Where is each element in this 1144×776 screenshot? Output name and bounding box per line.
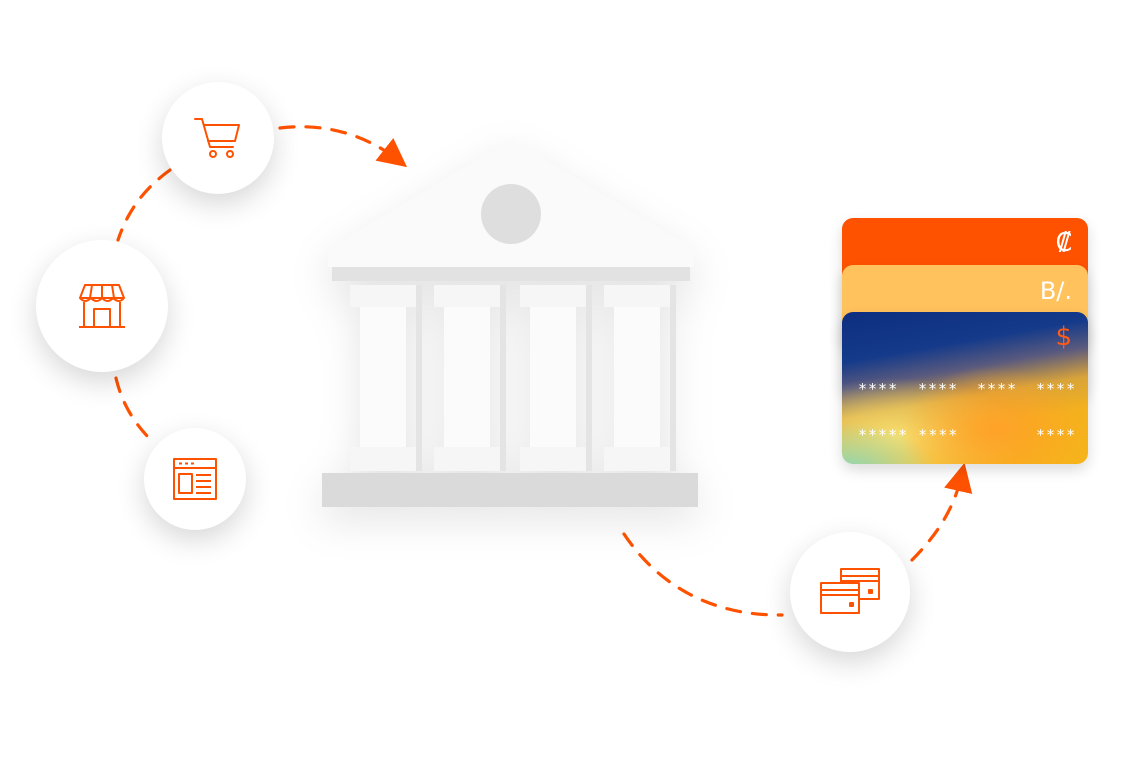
currency-symbol-dollar: $: [1055, 322, 1072, 352]
store-circle: [36, 240, 168, 372]
flow-arc-bank-to-payout: [622, 532, 784, 617]
currency-symbol-balboa: B/.: [1039, 277, 1072, 305]
stacked-cards-icon: [820, 568, 880, 614]
card-cvv-mask: ****: [1036, 426, 1077, 444]
cart-circle: [162, 82, 274, 194]
flow-arc-to-bank: [278, 125, 408, 168]
card-number-group-3: ****: [977, 380, 1018, 398]
currency-symbol-colon: ₡: [1055, 228, 1072, 258]
webpage-icon: [173, 458, 217, 500]
card-expiry-mask: ***** ****: [858, 426, 959, 444]
card-dollar: $ **** **** **** **** ***** **** ****: [842, 312, 1088, 464]
flow-arc-cart-to-store: [116, 168, 172, 242]
shopping-cart-icon: [194, 118, 240, 158]
card-number-group-4: ****: [1036, 380, 1077, 398]
payout-circle: [790, 532, 910, 652]
card-number-group-1: ****: [858, 380, 899, 398]
flow-arc-payout-to-cards: [910, 462, 973, 562]
storefront-icon: [79, 284, 125, 328]
card-stack: ₡ B/. $ **** **** **** **** ***** **** *…: [842, 218, 1088, 464]
web-circle: [144, 428, 246, 530]
flow-arc-store-to-web: [114, 376, 157, 446]
bank-building-icon: [322, 139, 698, 507]
card-number-group-2: ****: [918, 380, 959, 398]
